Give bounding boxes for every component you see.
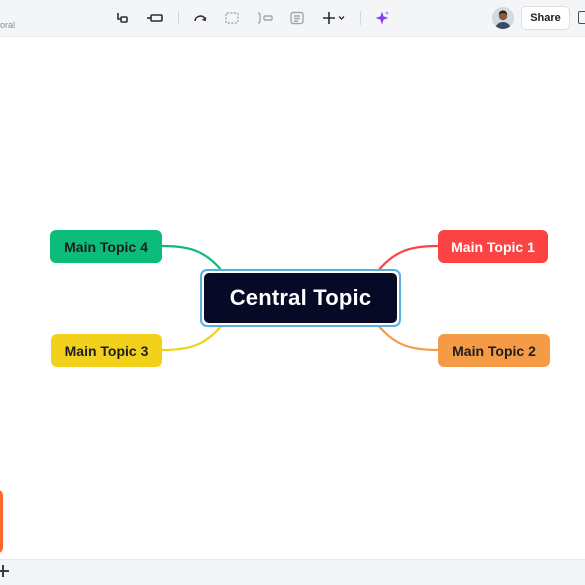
connection-lines xyxy=(161,244,439,352)
relationship-icon[interactable] xyxy=(189,8,211,28)
toolbar-separator xyxy=(178,11,179,25)
connector-main-topic-3 xyxy=(161,324,223,352)
user-avatar[interactable] xyxy=(492,7,514,29)
central-topic[interactable]: Central Topic xyxy=(200,269,401,327)
note-icon[interactable] xyxy=(286,8,308,28)
connector-main-topic-2 xyxy=(377,324,439,352)
main-topic-3[interactable]: Main Topic 3 xyxy=(51,334,162,367)
side-panel-tab[interactable] xyxy=(0,490,3,553)
bottom-bar xyxy=(0,559,585,585)
add-floating-topic-icon[interactable] xyxy=(144,8,166,28)
breadcrumb[interactable]: oral xyxy=(0,20,16,30)
main-topic-1[interactable]: Main Topic 1 xyxy=(438,230,548,263)
add-sheet-icon[interactable] xyxy=(0,564,10,578)
ai-sparkle-icon[interactable] xyxy=(371,8,393,28)
boundary-icon[interactable] xyxy=(221,8,243,28)
toolbar-separator xyxy=(360,11,361,25)
add-subtopic-icon[interactable] xyxy=(111,8,133,28)
summary-icon[interactable] xyxy=(254,8,276,28)
main-topic-4[interactable]: Main Topic 4 xyxy=(50,230,162,263)
panel-toggle-icon[interactable] xyxy=(578,11,585,24)
mindmap-canvas[interactable]: Central Topic Main Topic 1 Main Topic 2 … xyxy=(0,38,585,559)
connector-main-topic-4 xyxy=(161,244,223,272)
top-toolbar: oral xyxy=(0,0,585,37)
insert-plus-icon[interactable] xyxy=(320,8,348,28)
share-button[interactable]: Share xyxy=(521,6,570,30)
main-topic-2[interactable]: Main Topic 2 xyxy=(438,334,550,367)
central-topic-label: Central Topic xyxy=(204,273,397,323)
connector-main-topic-1 xyxy=(377,244,439,272)
